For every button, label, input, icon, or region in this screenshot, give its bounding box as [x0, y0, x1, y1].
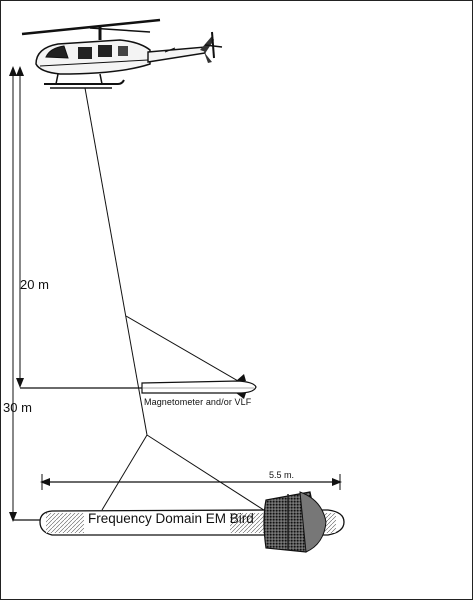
height-label-total: 30 m	[3, 400, 32, 415]
helicopter-icon	[21, 18, 223, 89]
length-label: 5.5 m.	[269, 470, 295, 480]
height-dimension-upper	[16, 66, 142, 389]
em-bird	[39, 491, 345, 553]
tow-cable	[84, 87, 271, 515]
magnetometer-sensor	[141, 374, 257, 399]
magnetometer-label: Magnetometer and/or VLF	[144, 397, 252, 407]
height-dimension-total	[9, 66, 44, 522]
em-bird-label: Frequency Domain EM Bird	[88, 511, 254, 526]
height-label-upper: 20 m	[20, 277, 49, 292]
length-dimension	[40, 474, 342, 490]
